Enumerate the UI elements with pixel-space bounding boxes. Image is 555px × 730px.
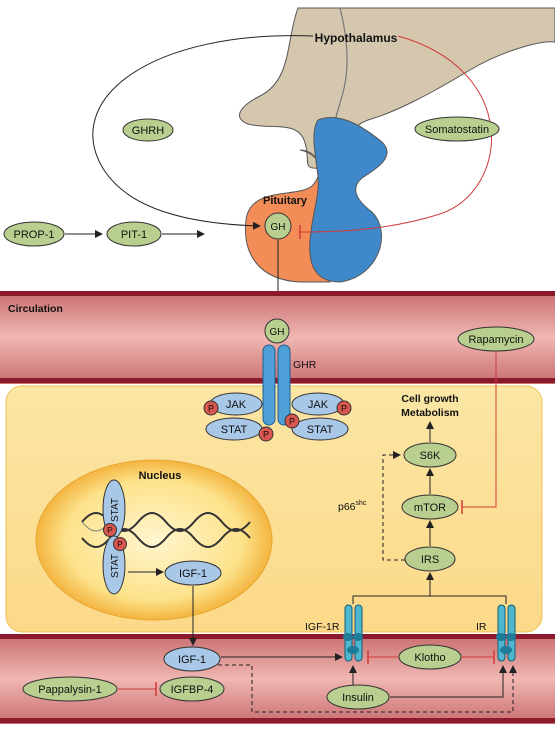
igf1r-receptor xyxy=(343,604,363,662)
gh-circulation-node: GH xyxy=(264,318,290,344)
ghrh-node: GHRH xyxy=(122,118,174,142)
svg-text:P: P xyxy=(117,539,123,549)
rapamycin-node: Rapamycin xyxy=(457,326,535,352)
ghrh-loop-line xyxy=(92,35,314,230)
mtor-node: mTOR xyxy=(401,494,459,520)
prop1-node: PROP-1 xyxy=(3,221,65,247)
somatostatin-node: Somatostatin xyxy=(414,116,500,142)
ir-receptor xyxy=(496,604,516,662)
jak-right-node: JAK xyxy=(291,392,345,416)
gh-receptor xyxy=(262,344,291,426)
phospho-dimer-1: P xyxy=(103,523,117,537)
pituitary-label: Pituitary xyxy=(263,195,308,207)
svg-text:P: P xyxy=(289,417,295,427)
klotho-node: Klotho xyxy=(398,644,462,670)
svg-text:PIT-1: PIT-1 xyxy=(121,229,147,241)
s6k-node: S6K xyxy=(403,442,457,468)
svg-text:Pappalysin-1: Pappalysin-1 xyxy=(38,684,102,696)
svg-text:S6K: S6K xyxy=(420,450,441,462)
nucleus xyxy=(35,459,273,621)
svg-text:PROP-1: PROP-1 xyxy=(14,229,55,241)
phospho-jak-right: P xyxy=(336,400,352,416)
svg-text:IGFBP-4: IGFBP-4 xyxy=(171,684,214,696)
phospho-stat-right: P xyxy=(284,413,300,429)
svg-text:JAK: JAK xyxy=(226,399,247,411)
svg-text:mTOR: mTOR xyxy=(414,502,446,514)
hypothalamus-label: Hypothalamus xyxy=(315,31,398,45)
rapamycin-inhibition-line xyxy=(462,351,497,508)
igfbp4-node: IGFBP-4 xyxy=(159,676,225,702)
svg-text:IGF-1: IGF-1 xyxy=(179,568,207,580)
irs-node: IRS xyxy=(404,546,456,572)
svg-text:STAT: STAT xyxy=(110,554,121,578)
svg-text:STAT: STAT xyxy=(307,424,334,436)
phospho-dimer-2: P xyxy=(113,537,127,551)
ir-label: IR xyxy=(476,621,487,633)
svg-text:STAT: STAT xyxy=(221,424,248,436)
p66shc-dashed-pathway xyxy=(382,451,405,561)
insulin-node: Insulin xyxy=(326,684,390,710)
igf1r-label: IGF-1R xyxy=(305,621,340,633)
svg-text:STAT: STAT xyxy=(110,498,121,522)
metabolism-label: Metabolism xyxy=(401,407,459,419)
svg-text:P: P xyxy=(263,430,269,440)
pit1-node: PIT-1 xyxy=(106,221,162,247)
svg-text:GHRH: GHRH xyxy=(132,125,164,137)
svg-text:JAK: JAK xyxy=(308,399,329,411)
svg-text:P: P xyxy=(208,404,214,414)
cell-growth-label: Cell growth xyxy=(401,393,458,405)
svg-text:GH: GH xyxy=(271,222,286,233)
svg-text:Insulin: Insulin xyxy=(342,692,374,704)
somatostatin-inhibition-line xyxy=(299,35,492,233)
svg-text:Klotho: Klotho xyxy=(414,652,445,664)
igf1-circulation-node: IGF-1 xyxy=(163,646,221,672)
insulin-to-ir-arrow xyxy=(390,665,507,698)
pituitary-posterior-shape xyxy=(309,116,388,283)
stat-left-node: STAT xyxy=(205,417,263,441)
p66shc-label: p66shc xyxy=(338,500,367,513)
igf1-nucleus-node: IGF-1 xyxy=(164,560,222,586)
svg-text:P: P xyxy=(341,404,347,414)
svg-text:IRS: IRS xyxy=(421,554,439,566)
igf1-to-ir-dashed xyxy=(218,664,517,713)
nucleus-label: Nucleus xyxy=(139,470,182,482)
phospho-jak-left: P xyxy=(203,400,219,416)
svg-text:GH: GH xyxy=(270,327,285,338)
pappalysin-node: Pappalysin-1 xyxy=(22,676,118,702)
phospho-stat-left: P xyxy=(258,426,274,442)
svg-text:Rapamycin: Rapamycin xyxy=(468,334,523,346)
circulation-label: Circulation xyxy=(8,303,63,315)
svg-text:IGF-1: IGF-1 xyxy=(178,654,206,666)
svg-text:Somatostatin: Somatostatin xyxy=(425,124,489,136)
svg-text:P: P xyxy=(107,525,113,535)
stat-right-node: STAT xyxy=(291,417,349,441)
gh-pituitary-node: GH xyxy=(264,212,292,240)
jak-left-node: JAK xyxy=(209,392,263,416)
ghr-label: GHR xyxy=(293,359,317,371)
